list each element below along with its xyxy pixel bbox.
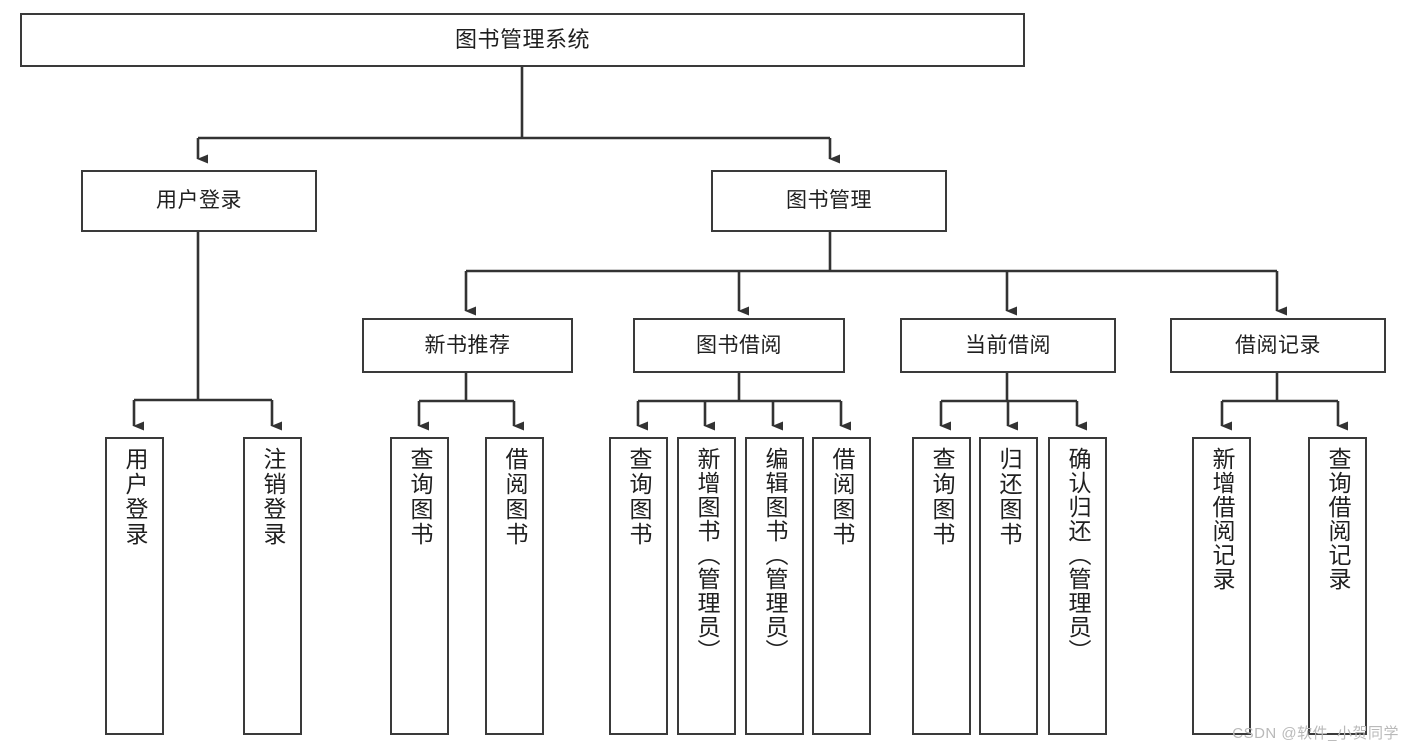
node-new-book-recommendation[interactable]: 新书推荐	[362, 318, 573, 373]
node-book-management[interactable]: 图书管理	[711, 170, 947, 232]
leaf-return-book[interactable]: 归还图书	[979, 437, 1038, 735]
node-label: 借阅记录	[1235, 333, 1321, 357]
node-label: 借阅图书	[502, 447, 528, 547]
leaf-user-login[interactable]: 用户登录	[105, 437, 164, 735]
leaf-query-book-current[interactable]: 查询图书	[912, 437, 971, 735]
node-label: 归还图书	[996, 447, 1022, 547]
node-label: 新增借阅记录	[1209, 447, 1235, 591]
node-label: 借阅图书	[829, 447, 855, 547]
node-label: 图书管理系统	[454, 26, 590, 52]
leaf-query-book-borrowing[interactable]: 查询图书	[609, 437, 668, 735]
node-label: 确认归还（管理员）	[1065, 447, 1091, 663]
leaf-edit-book-admin[interactable]: 编辑图书（管理员）	[745, 437, 804, 735]
node-book-borrowing[interactable]: 图书借阅	[633, 318, 845, 373]
node-label: 查询图书	[626, 447, 652, 547]
node-label: 查询图书	[407, 447, 433, 547]
leaf-logout-login[interactable]: 注销登录	[243, 437, 302, 735]
node-current-borrowing[interactable]: 当前借阅	[900, 318, 1116, 373]
leaf-add-borrowing-record[interactable]: 新增借阅记录	[1192, 437, 1251, 735]
node-label: 图书借阅	[696, 333, 782, 357]
node-label: 查询借阅记录	[1325, 447, 1351, 591]
leaf-query-borrowing-record[interactable]: 查询借阅记录	[1308, 437, 1367, 735]
node-label: 当前借阅	[965, 333, 1051, 357]
node-borrowing-records[interactable]: 借阅记录	[1170, 318, 1386, 373]
node-root-book-management-system[interactable]: 图书管理系统	[20, 13, 1025, 67]
node-label: 注销登录	[260, 447, 286, 547]
leaf-borrow-book-recommendation[interactable]: 借阅图书	[485, 437, 544, 735]
leaf-borrow-book-borrowing[interactable]: 借阅图书	[812, 437, 871, 735]
node-label: 查询图书	[929, 447, 955, 547]
leaf-add-book-admin[interactable]: 新增图书（管理员）	[677, 437, 736, 735]
csdn-watermark: CSDN @软件_小贺同学	[1232, 725, 1399, 742]
node-user-login[interactable]: 用户登录	[81, 170, 317, 232]
node-label: 新增图书（管理员）	[694, 447, 720, 663]
node-label: 新书推荐	[424, 333, 511, 357]
node-label: 用户登录	[122, 447, 148, 547]
node-label: 用户登录	[156, 189, 242, 213]
node-label: 图书管理	[786, 189, 872, 213]
leaf-confirm-return-admin[interactable]: 确认归还（管理员）	[1048, 437, 1107, 735]
node-label: 编辑图书（管理员）	[762, 447, 788, 663]
leaf-query-book-recommendation[interactable]: 查询图书	[390, 437, 449, 735]
